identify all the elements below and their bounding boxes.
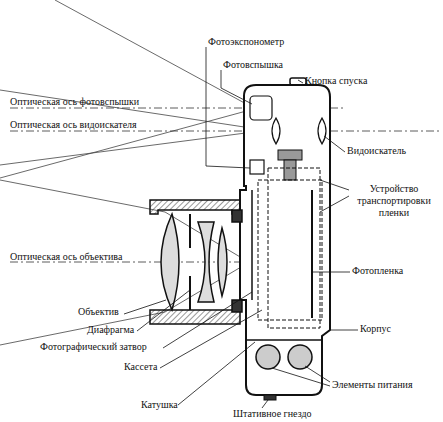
leader-line [137,290,190,331]
finder-lens [272,118,280,144]
leader-line [298,80,303,83]
part-label: Диафрагма [87,324,134,336]
part-label: Фотографический затвор [40,341,147,353]
leader-line [221,70,252,104]
part-label: Объектив [78,306,119,318]
axis-label: Оптическая ось видоискателя [10,119,137,131]
transport-gear [284,160,296,180]
aperture-blade [189,276,191,310]
flash-unit [250,96,272,120]
part-label: Фотовспышка [223,59,283,71]
leader-line [178,342,255,405]
part-label: Штативное гнездо [233,408,312,420]
aperture-blade [189,214,191,248]
tripod-socket [264,395,276,400]
part-label: Кнопка спуска [305,75,367,87]
barrel-wall [150,310,240,324]
leader-line [262,400,268,408]
flash-ray [55,0,250,106]
leader-line [160,310,262,368]
transport-gear [278,150,302,160]
leader-line [313,272,350,273]
film [311,190,313,318]
part-label: Видоискатель [347,145,406,157]
battery [288,345,312,369]
leader-line [324,136,345,152]
lens-element [161,214,179,310]
lens-barrel [150,200,242,324]
leader-lines [124,47,358,408]
leader-line [124,300,166,314]
barrel-wall [150,200,240,214]
part-label: Устройство транспортировки пленки [348,183,440,219]
leader-line [320,196,349,212]
part-label: Фотоэкспонометр [208,36,284,48]
camera-body [240,78,330,400]
part-label: Катушка [141,399,178,411]
axis-label: Оптическая ось объектива [10,251,122,263]
part-label: Кассета [124,361,157,373]
part-label: Элементы питания [332,379,413,391]
leader-line [331,330,358,331]
lens-element [218,228,227,296]
part-label: Корпус [360,323,391,335]
finder-lens [318,118,326,144]
battery [256,345,280,369]
axis-label: Оптическая ось фотовспышки [10,96,139,108]
leader-line [272,368,330,386]
battery-bay [246,339,322,341]
shutter [251,190,253,300]
part-label: Фотопленка [352,265,403,277]
cassette-outline [258,180,322,320]
flash-ray [0,110,250,178]
lens-ray [0,180,165,212]
body-outline [240,85,330,395]
finder-axis [10,131,440,132]
film-path [268,168,320,328]
shutter-button [290,78,306,85]
leader-line [163,292,252,348]
exposure-meter [250,160,264,174]
mount [232,210,242,222]
lens-element [198,222,214,302]
leader-line [320,180,349,190]
